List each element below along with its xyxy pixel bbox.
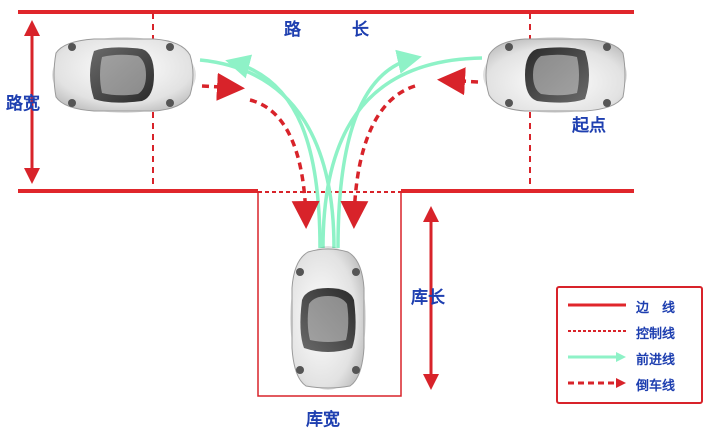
legend-item-edge-line: 边 线 (568, 294, 698, 316)
legend-control-line-text: 控制线 (636, 327, 676, 342)
reverse-path-left-start (201, 72, 245, 101)
legend-item-control-line: 控制线 (568, 320, 698, 342)
reverse-line-swatch (568, 378, 626, 388)
legend-forward-line-text: 前进线 (636, 353, 676, 368)
garage-width-label: 库宽 (306, 410, 340, 430)
legend-edge-line-text: 边 线 (636, 301, 676, 316)
start-point-label: 起点 (572, 116, 606, 136)
forward-line-swatch (568, 352, 626, 362)
legend-reverse-line-text: 倒车线 (636, 379, 676, 394)
edge-line-swatch (568, 303, 626, 307)
reverse-path-right-curve (340, 84, 416, 229)
legend: 边 线 控制线 前进线 倒车线 (556, 286, 703, 404)
road-width-arrow-head-bottom (24, 168, 40, 184)
forward-path-right-outer (336, 49, 422, 249)
garage-length-arrow-head-bottom (423, 374, 439, 390)
garage-length-arrow-head-top (423, 206, 439, 222)
reverse-path-left-curve (249, 98, 320, 229)
road-length-label-b: 长 (352, 20, 369, 40)
garage-outline (257, 191, 402, 397)
road-width-label: 路宽 (6, 94, 40, 114)
reverse-path-right-start (437, 67, 479, 96)
car-garage (289, 245, 367, 391)
legend-item-forward-line: 前进线 (568, 346, 698, 368)
legend-item-reverse-line: 倒车线 (568, 372, 698, 394)
road-length-label-a: 路 (284, 20, 301, 40)
road-width-arrow-head-top (24, 20, 40, 36)
car-right-start (482, 36, 628, 114)
control-line-swatch (568, 330, 626, 332)
garage-length-label: 库长 (411, 288, 445, 308)
car-left (51, 36, 197, 114)
